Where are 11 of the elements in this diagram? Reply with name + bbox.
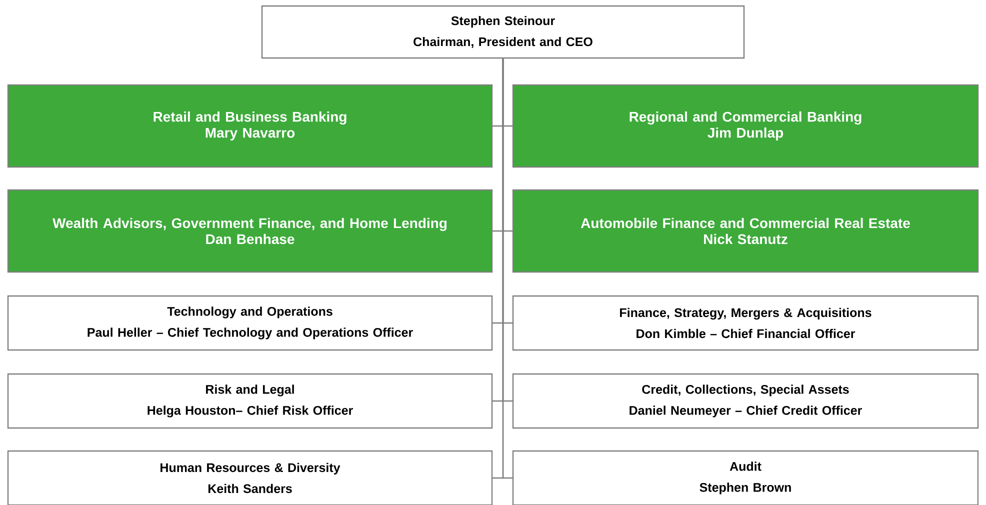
department-box: Technology and Operations Paul Heller – Chief Technology and Operations Officer [7, 295, 493, 351]
division-box: Regional and Commercial Banking Jim Dunlap [512, 84, 979, 168]
department-box: Audit Stephen Brown [512, 450, 979, 505]
department-box: Human Resources & Diversity Keith Sanders [7, 450, 493, 505]
division-box: Wealth Advisors, Government Finance, and Home Lending Dan Benhase [7, 189, 493, 273]
executive-box: Stephen Steinour Chairman, President and CEO [261, 5, 745, 59]
department-box: Finance, Strategy, Mergers & Acquisitions Don Kimble – Chief Financial Officer [512, 295, 979, 351]
department-box: Risk and Legal Helga Houston– Chief Risk Officer [7, 373, 493, 429]
division-box: Automobile Finance and Commercial Real Estate Nick Stanutz [512, 189, 979, 273]
division-box: Retail and Business Banking Mary Navarro [7, 84, 493, 168]
department-box: Credit, Collections, Special Assets Daniel Neumeyer – Chief Credit Officer [512, 373, 979, 429]
